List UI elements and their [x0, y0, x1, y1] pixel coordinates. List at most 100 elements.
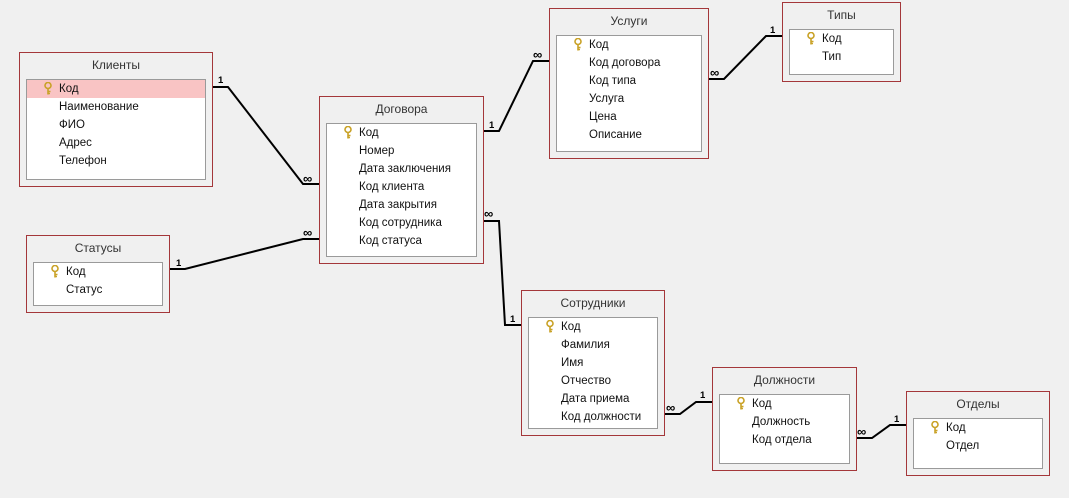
field-row[interactable]: Наименование [27, 98, 205, 116]
field-label: Код статуса [359, 235, 422, 247]
field-row[interactable]: Имя [529, 354, 657, 372]
key-icon [546, 320, 554, 333]
field-row[interactable]: Отдел [914, 437, 1042, 455]
field-label: Дата приема [561, 393, 630, 405]
field-row[interactable]: Должность [720, 413, 849, 431]
field-label: Отдел [946, 440, 980, 452]
field-label: Код [561, 321, 581, 333]
primary-key-field[interactable]: Код [27, 80, 205, 98]
primary-key-field[interactable]: Код [557, 36, 701, 54]
field-label: Код [359, 127, 379, 139]
field-label: Телефон [59, 155, 107, 167]
field-row[interactable]: Статус [34, 281, 162, 299]
table-title: Клиенты [91, 58, 141, 72]
relation-sotrudniki-dogovora[interactable] [483, 220, 521, 326]
relation-tipy-uslugi[interactable] [708, 35, 782, 80]
field-row[interactable]: Код договора [557, 54, 701, 72]
field-label: Номер [359, 145, 395, 157]
field-label: Услуга [589, 93, 625, 105]
field-label: Отчество [561, 375, 611, 387]
key-icon [574, 38, 582, 51]
primary-key-field[interactable]: Код [529, 318, 657, 336]
field-label: Дата заключения [359, 163, 451, 175]
field-row[interactable]: Услуга [557, 90, 701, 108]
field-label: Должность [752, 416, 811, 428]
card-dolzhnosti-one: 1 [700, 390, 706, 401]
primary-key-field[interactable]: Код [34, 263, 162, 281]
field-row[interactable]: Код отдела [720, 431, 849, 449]
field-row[interactable]: Код сотрудника [327, 214, 476, 232]
field-row[interactable]: Тип [790, 48, 893, 66]
key-icon [51, 265, 59, 278]
card-dogovora-many-klient: ∞ [303, 171, 312, 186]
field-label: Наименование [59, 101, 139, 113]
key-icon [44, 82, 52, 95]
table-title: Отделы [956, 397, 1000, 411]
field-row[interactable]: Телефон [27, 152, 205, 170]
field-label: Описание [589, 129, 642, 141]
relation-dogovora-uslugi[interactable] [483, 60, 549, 132]
relation-otdely-dolzhnosti[interactable] [856, 424, 906, 439]
field-row[interactable]: Адрес [27, 134, 205, 152]
field-label: Код должности [561, 411, 642, 423]
field-label: Код договора [589, 57, 661, 69]
key-icon [737, 397, 745, 410]
relation-klienty-dogovora[interactable] [212, 86, 319, 185]
field-label: Код [66, 266, 86, 278]
key-icon [931, 421, 939, 434]
primary-key-field[interactable]: Код [790, 30, 893, 48]
relation-statusy-dogovora[interactable] [169, 238, 319, 270]
primary-key-field[interactable]: Код [914, 419, 1042, 437]
primary-key-field[interactable]: Код [720, 395, 849, 413]
table-title: Сотрудники [560, 296, 626, 310]
field-label: Код [822, 33, 842, 45]
field-row[interactable]: Код клиента [327, 178, 476, 196]
field-row[interactable]: Дата приема [529, 390, 657, 408]
field-row[interactable]: Код должности [529, 408, 657, 426]
card-tipy-one: 1 [770, 25, 776, 36]
field-label: Дата закрытия [359, 199, 437, 211]
field-label: Код [589, 39, 609, 51]
table-title: Типы [827, 8, 856, 22]
table-title: Статусы [74, 241, 122, 255]
primary-key-field[interactable]: Код [327, 124, 476, 142]
card-dolzhnosti-many: ∞ [857, 424, 866, 439]
field-row[interactable]: Описание [557, 126, 701, 144]
card-dogovora-one: 1 [489, 120, 495, 131]
card-uslugi-many-tip: ∞ [710, 65, 719, 80]
field-row[interactable]: Код типа [557, 72, 701, 90]
field-label: Код отдела [752, 434, 812, 446]
field-row[interactable]: Номер [327, 142, 476, 160]
field-row[interactable]: ФИО [27, 116, 205, 134]
table-title: Должности [753, 373, 816, 387]
field-label: Код типа [589, 75, 637, 87]
card-otdely-one: 1 [894, 414, 900, 425]
field-row[interactable]: Дата заключения [327, 160, 476, 178]
card-klienty-one: 1 [218, 75, 224, 86]
field-row[interactable]: Отчество [529, 372, 657, 390]
field-label: Код клиента [359, 181, 425, 193]
field-row[interactable]: Дата закрытия [327, 196, 476, 214]
field-row[interactable]: Фамилия [529, 336, 657, 354]
field-row[interactable]: Код статуса [327, 232, 476, 250]
field-label: ФИО [59, 119, 85, 131]
relation-dolzhnosti-sotrudniki[interactable] [664, 401, 712, 415]
field-row[interactable]: Цена [557, 108, 701, 126]
card-statusy-one: 1 [176, 258, 182, 269]
